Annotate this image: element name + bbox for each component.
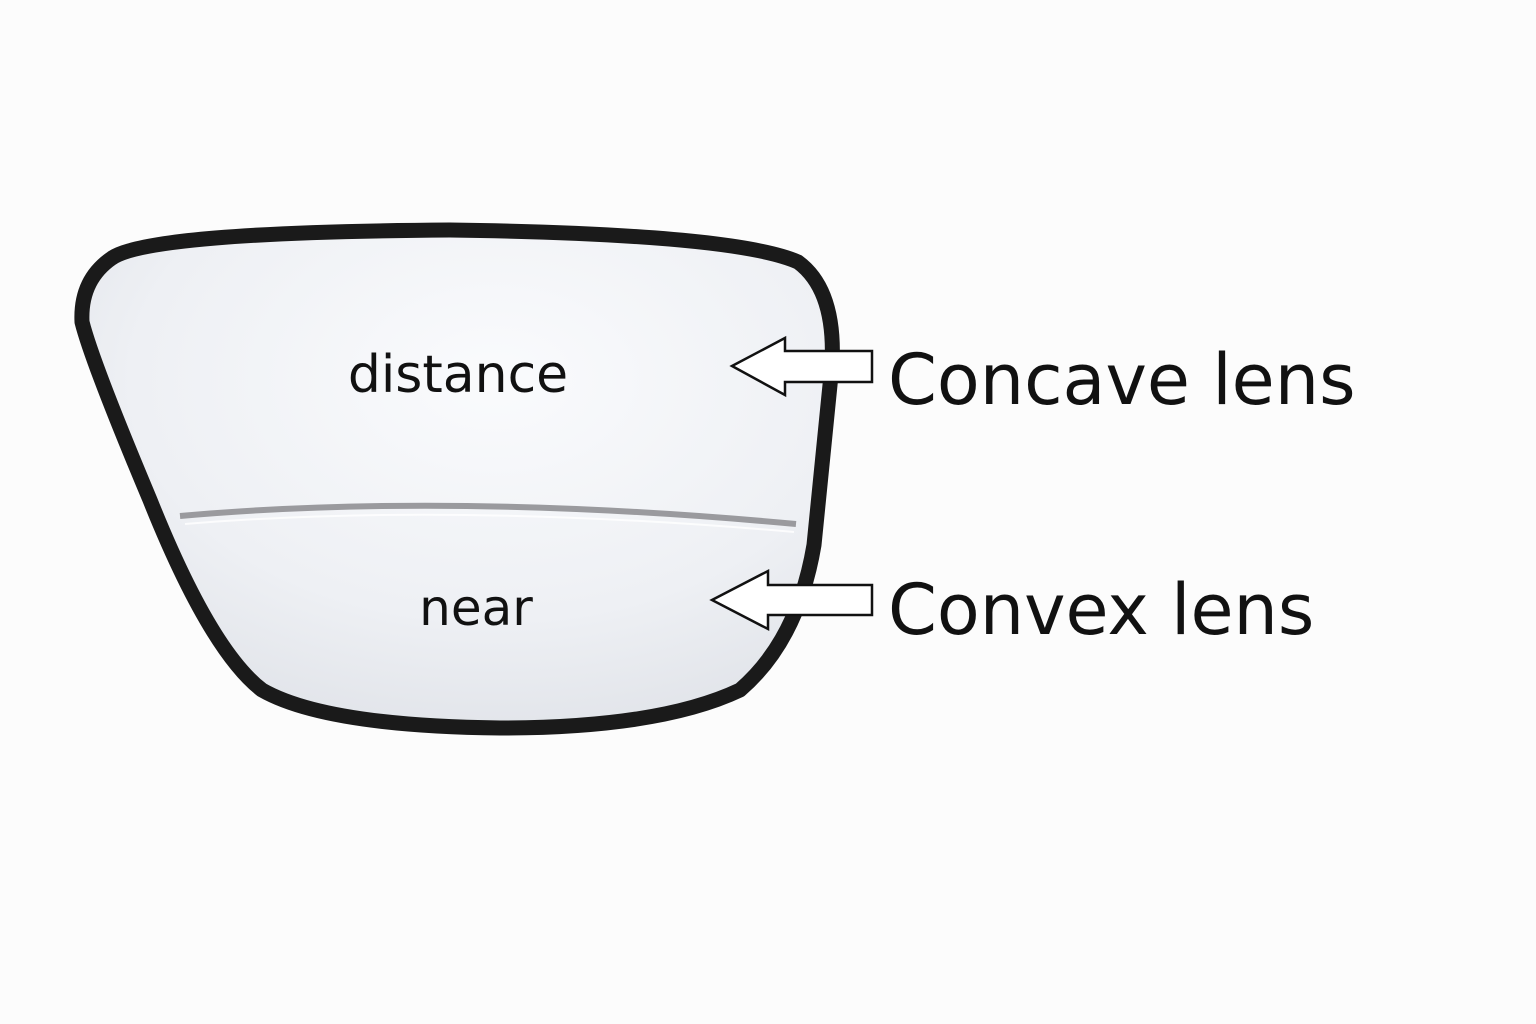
divider-highlight [184,513,795,533]
lens-frame [74,222,840,736]
convex-arrow-icon [709,568,874,632]
near-zone-label: near [419,579,533,637]
distance-zone-label: distance [348,345,568,405]
concave-lens-label: Concave lens [888,339,1356,421]
concave-arrow-icon [729,335,874,398]
bifocal-divider-line [179,502,797,527]
convex-lens-label: Convex lens [888,569,1314,651]
